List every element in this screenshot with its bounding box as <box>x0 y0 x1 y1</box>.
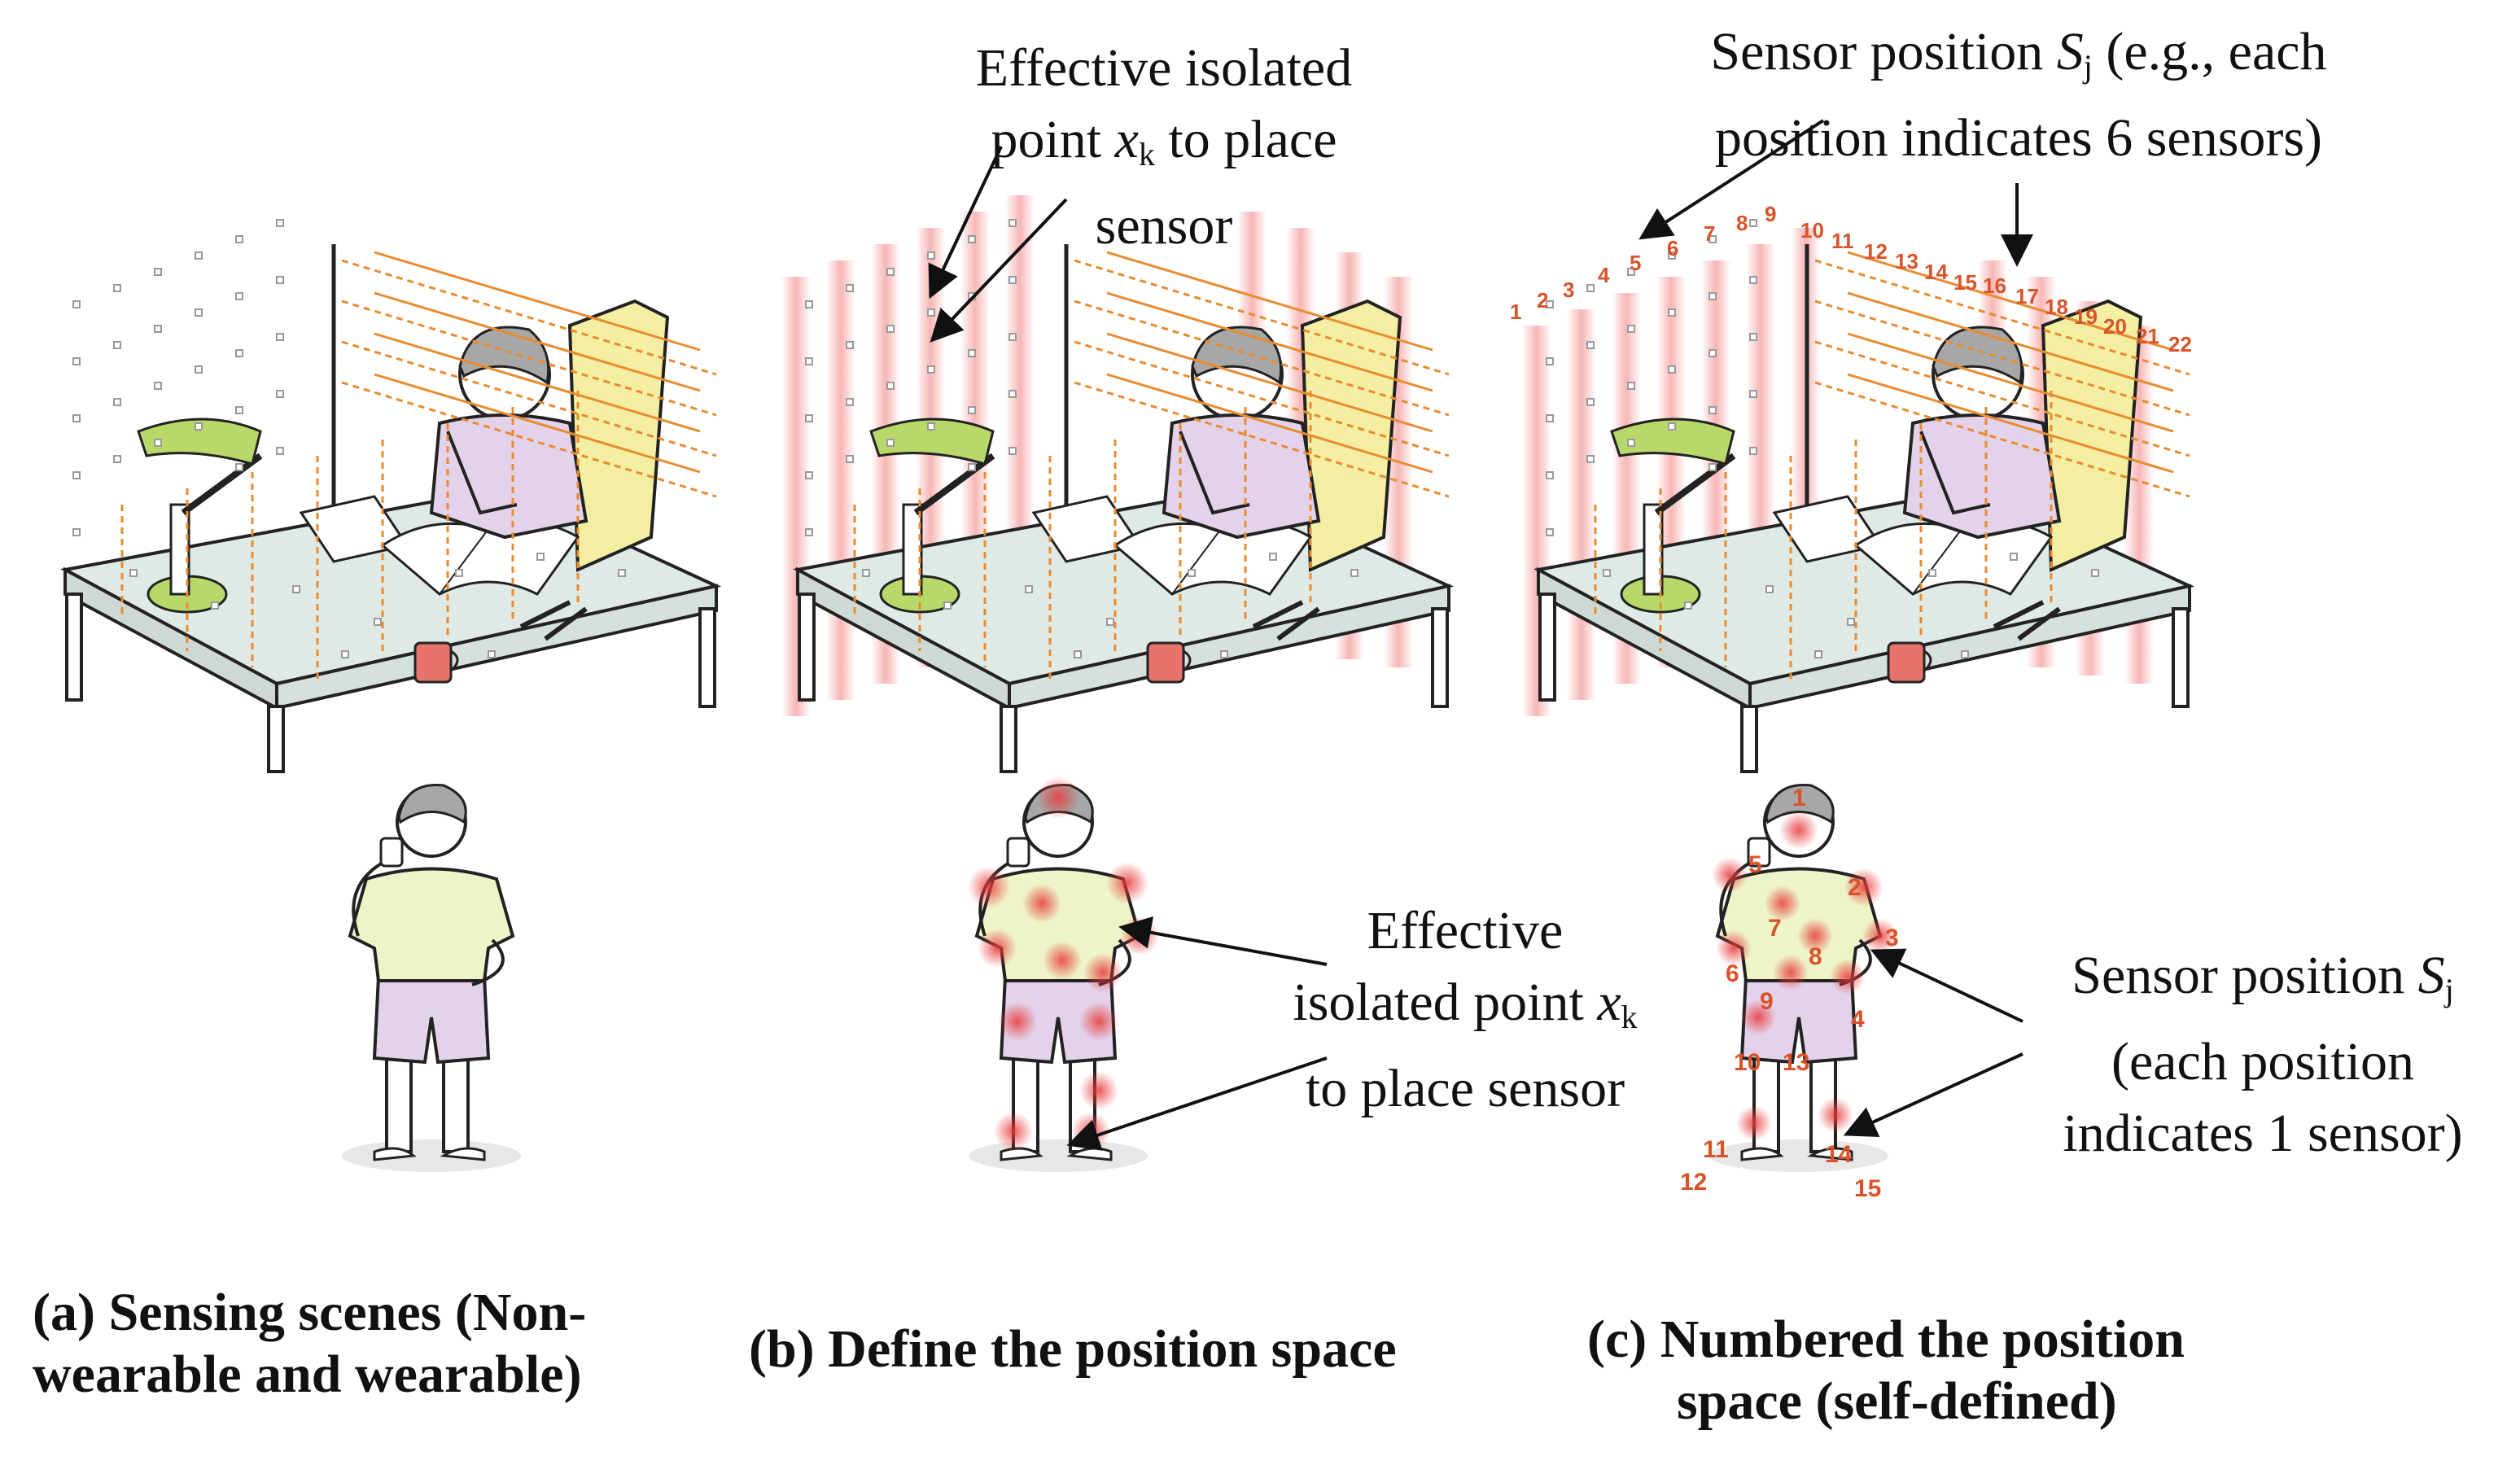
body-number: 1 <box>1792 785 1806 811</box>
body-number: 3 <box>1885 925 1899 951</box>
desk-number: 7 <box>1704 221 1715 246</box>
panel-b-caption: (b) Define the position space <box>749 1318 1530 1380</box>
body-number: 10 <box>1734 1049 1761 1076</box>
arrow-b-top-2 <box>930 198 1068 343</box>
desk-number: 20 <box>2103 314 2127 339</box>
ann-line: Sensor position Sj (e.g., each <box>1644 16 2393 103</box>
ann-line: sensor <box>1095 196 1233 256</box>
panel-b-top-annotation: Effective isolated point xk to place sen… <box>936 33 1392 262</box>
body-number: 8 <box>1809 943 1822 970</box>
body-number: 9 <box>1760 988 1774 1015</box>
desk-number: 1 <box>1510 300 1521 324</box>
panel-b-body-sensor-glows <box>968 776 1159 1151</box>
ann-text: Sensor position <box>1710 22 2057 81</box>
ann-text: to place <box>1154 110 1337 169</box>
panel-c-caption: (c) Numbered the position space (self-de… <box>1587 1309 2369 1432</box>
panel-b-standing-person <box>967 776 1159 1174</box>
arrow-b-top-1 <box>928 146 1003 300</box>
ann-sub: k <box>1138 136 1155 173</box>
arrow-c-top-1 <box>1638 119 1825 240</box>
ann-line: indicates 1 sensor) <box>2063 1104 2463 1163</box>
caption-line: (c) Numbered the position <box>1587 1310 2185 1369</box>
desk-number: 15 <box>1953 270 1977 295</box>
desk-number: 3 <box>1563 278 1574 302</box>
body-number: 13 <box>1783 1049 1809 1076</box>
panel-a-desk-scene <box>65 220 716 772</box>
body-number: 2 <box>1848 874 1862 901</box>
caption-line: (a) Sensing scenes (Non- <box>33 1283 587 1342</box>
panel-c-desk-number-labels: 1 2 3 4 5 6 7 8 9 10 11 12 13 14 15 16 1… <box>1510 202 2192 356</box>
desk-number: 13 <box>1895 249 1918 273</box>
panel-c-body-number-labels: 1 2 3 4 5 6 7 8 9 10 11 12 13 14 15 <box>1680 785 1899 1202</box>
ann-sub: j <box>2444 972 2454 1008</box>
desk-number: 22 <box>2168 332 2192 356</box>
desk-number: 12 <box>1864 239 1888 264</box>
ann-line: to place sensor <box>1305 1059 1625 1118</box>
panel-b-desk-scene <box>781 195 1449 772</box>
caption-line: space (self-defined) <box>1677 1371 2117 1431</box>
desk-number: 8 <box>1736 211 1748 235</box>
ann-text: isolated point <box>1293 973 1598 1032</box>
body-number: 15 <box>1854 1175 1881 1202</box>
ann-line: point xk to place <box>936 104 1392 190</box>
ann-line: (each position <box>2111 1032 2415 1091</box>
body-number: 4 <box>1851 1006 1865 1033</box>
desk-number: 18 <box>2045 295 2068 319</box>
panel-b-body-annotation: Effective isolated point xk to place sen… <box>1253 895 1677 1125</box>
ann-line: position indicates 6 sensors) <box>1714 108 2323 168</box>
panel-c-body-annotation: Sensor position Sj (each position indica… <box>2019 940 2507 1170</box>
body-number: 6 <box>1726 960 1739 987</box>
desk-number: 2 <box>1537 288 1548 313</box>
ann-line: isolated point xk <box>1253 967 1677 1053</box>
ann-text: (e.g., each <box>2092 22 2327 81</box>
ann-var: S <box>2056 22 2084 81</box>
ann-var: x <box>1114 110 1139 169</box>
desk-number: 4 <box>1598 263 1610 287</box>
body-number: 7 <box>1768 915 1782 942</box>
desk-number: 19 <box>2074 304 2098 329</box>
panel-a-caption: (a) Sensing scenes (Non- wearable and we… <box>33 1282 700 1406</box>
arrow-b-body-1 <box>1118 916 1328 966</box>
ann-sub: k <box>1621 999 1638 1035</box>
panel-c-body-sensor-glows <box>1712 811 1898 1141</box>
body-number: 14 <box>1825 1141 1853 1168</box>
body-number: 11 <box>1703 1136 1729 1163</box>
ann-sub: j <box>2083 48 2093 85</box>
desk-number: 9 <box>1765 202 1776 226</box>
desk-number: 5 <box>1630 251 1641 275</box>
desk-number: 10 <box>1800 218 1824 243</box>
panel-c-standing-person <box>1708 783 1898 1174</box>
desk-number: 21 <box>2136 324 2159 348</box>
caption-line: wearable and wearable) <box>33 1345 582 1404</box>
desk-number: 17 <box>2015 284 2039 308</box>
body-number: 5 <box>1748 851 1762 878</box>
desk-number: 11 <box>1831 229 1854 253</box>
ann-line: Effective isolated <box>975 38 1353 98</box>
body-number: 12 <box>1680 1169 1707 1196</box>
desk-number: 6 <box>1667 236 1678 260</box>
annotation-arrows <box>928 119 2033 1151</box>
arrow-c-body-2 <box>1843 1052 2023 1137</box>
ann-text: Sensor position <box>2072 946 2418 1005</box>
ann-var: x <box>1597 973 1621 1032</box>
caption-line: (b) Define the position space <box>749 1319 1397 1379</box>
arrow-b-body-2 <box>1066 1056 1328 1151</box>
ann-line: Effective <box>1367 901 1564 960</box>
desk-number: 16 <box>1983 273 2006 298</box>
ann-text: point <box>991 110 1115 169</box>
ann-var: S <box>2417 946 2445 1005</box>
panel-c-desk-scene <box>1522 220 2190 772</box>
desk-number: 14 <box>1924 260 1948 284</box>
panel-c-top-annotation: Sensor position Sj (e.g., each position … <box>1644 16 2393 174</box>
panel-a-standing-person <box>340 783 523 1174</box>
arrow-c-body-1 <box>1870 948 2023 1023</box>
ann-line: Sensor position Sj <box>2019 940 2507 1026</box>
